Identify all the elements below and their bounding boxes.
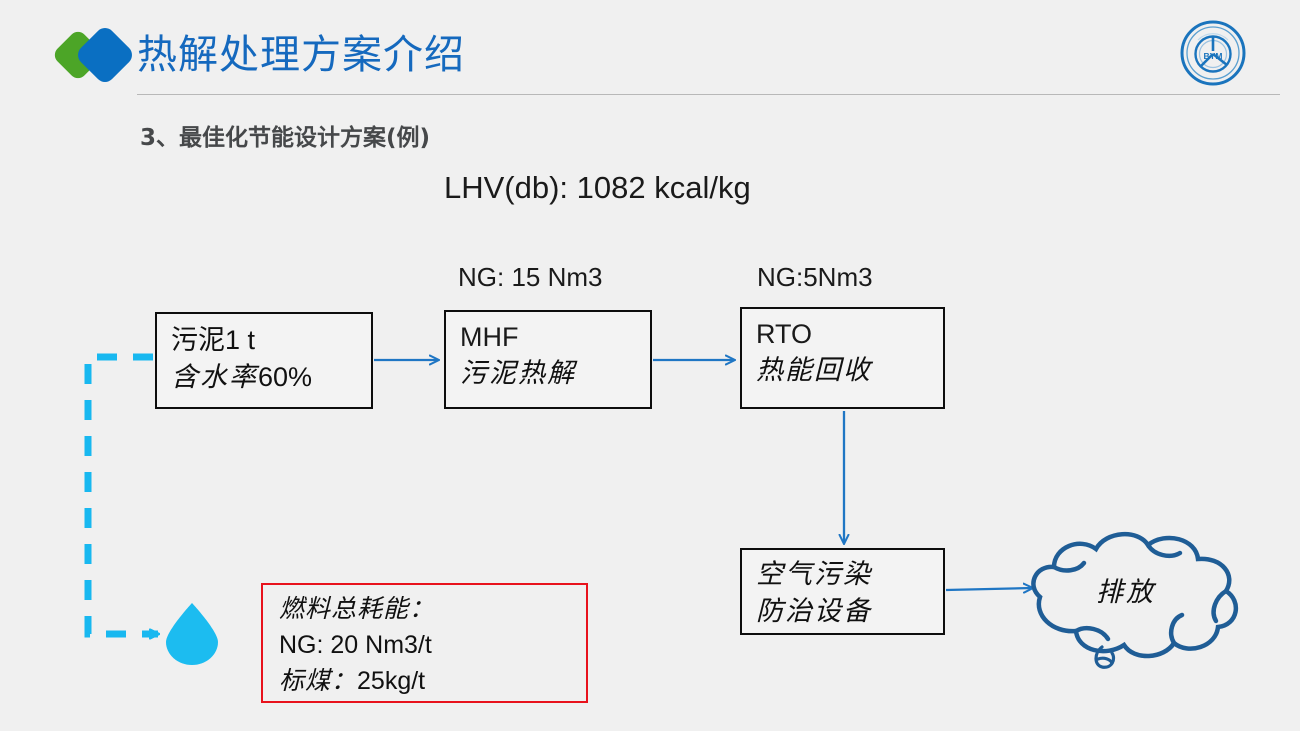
box-rto-line2: 热能回收	[756, 355, 872, 386]
ng-label-mhf: NG: 15 Nm3	[458, 262, 603, 292]
box-apc-line2: 防治设备	[756, 596, 872, 627]
emission-cloud-shape	[1020, 525, 1252, 670]
emission-label: 排放	[1096, 577, 1156, 608]
callout-line2: NG: 20 Nm3/t	[279, 631, 432, 659]
recycle-dashed-path	[84, 353, 158, 634]
callout-line1: 燃料总耗能：	[279, 594, 436, 623]
ng-label-rto: NG:5Nm3	[757, 262, 873, 292]
box-rto-line1: RTO	[756, 319, 813, 349]
process-box-rto[interactable]: RTO 热能回收	[740, 307, 945, 409]
page-title: 热解处理方案介绍	[137, 32, 465, 78]
water-drop-icon	[162, 601, 222, 665]
process-box-mhf[interactable]: MHF 污泥热解	[444, 310, 652, 409]
box-mhf-line1: MHF	[460, 322, 519, 352]
brand-diamond-logo	[52, 24, 148, 86]
callout-line3: 标煤：25kg/t	[279, 666, 426, 695]
box-sludge-line2: 含水率60%	[171, 362, 313, 393]
box-sludge-line1: 污泥1 t	[171, 325, 256, 355]
corporate-emblem-icon: BYM	[1178, 18, 1248, 88]
process-box-air-pollution-control[interactable]: 空气污染 防治设备	[740, 548, 945, 635]
box-mhf-line2: 污泥热解	[460, 358, 576, 389]
header-divider	[137, 94, 1280, 95]
lhv-value-label: LHV(db): 1082 kcal/kg	[444, 170, 751, 205]
box-apc-line1: 空气污染	[756, 559, 872, 590]
process-box-sludge[interactable]: 污泥1 t 含水率60%	[155, 312, 373, 409]
fuel-consumption-callout: 燃料总耗能： NG: 20 Nm3/t 标煤：25kg/t	[261, 583, 588, 703]
svg-text:BYM: BYM	[1204, 51, 1223, 61]
section-subtitle: 3、最佳化节能设计方案(例)	[140, 125, 431, 151]
